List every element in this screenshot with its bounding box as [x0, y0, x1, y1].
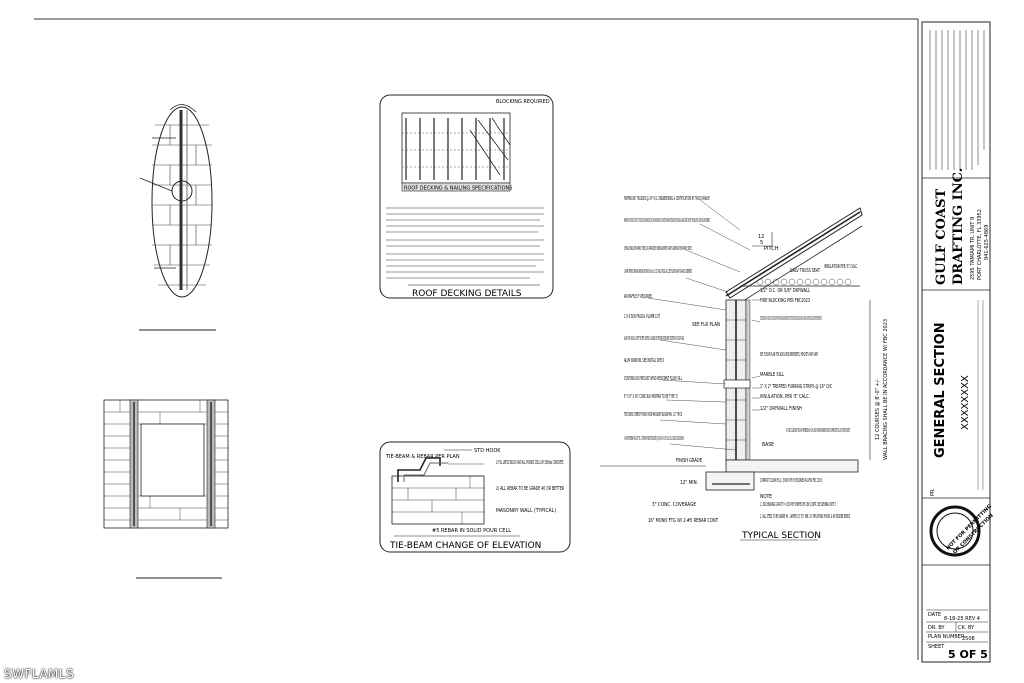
note-left: 8" X 8" X 16" CONC BLK MORTAR TO BE TYPE…	[624, 394, 678, 400]
note-left: CONTINUOUS PRECAST WIND RESISTANT FLUSH …	[624, 376, 682, 382]
sheet-number: 5 OF 5	[948, 648, 988, 661]
date-value: 8-18-25 REV 4	[944, 616, 980, 622]
plan-number-label: PLAN NUMBER	[928, 634, 965, 640]
note-left: AIR BAFFLE IF REQUIRED	[624, 294, 652, 300]
typical-section-detail: 12 5 PITCH 12 COURSES @ 8'-0" +/- WALL B…	[600, 199, 889, 541]
section-notes-right: 1/2" O.C. OR 5/8" DRYWALL GALV TRUSS SEA…	[760, 264, 858, 520]
checked-by-label: CK. BY	[958, 625, 975, 631]
note-left: 1-SIMP. META18 HURRICANE ANCHOR W/ 8-10d…	[624, 269, 692, 275]
company-phone: 941-625-4869	[984, 225, 990, 260]
company-name-line2: DRAFTING INC.	[951, 168, 966, 285]
title-block: GULF COAST DRAFTING INC. 2595 TAMIAMI TR…	[921, 21, 995, 663]
tie-beam-masonry-label: MASONRY WALL (TYPICAL)	[496, 508, 556, 514]
note-right: COMPACT CLEAN FILL ( 3000 PSF) FUSSIONED…	[760, 478, 822, 484]
note-right: SEE FLOOR PLAN FOR ADDL REQUIREMENTS, HE…	[760, 352, 818, 358]
pitch-label: PITCH	[764, 246, 779, 252]
note-left: ALUM DRIP, FASCIA & SOFFIT SYSTEM, VENTE…	[624, 336, 684, 342]
pitch-run: 5	[760, 240, 763, 246]
note-right: INSULATION, PER 'E' CALC.	[760, 394, 810, 400]
mls-watermark: SWFLAMLS	[4, 667, 75, 681]
note-right: LINTEL COURSE/TIE BEAM W/ 1-#5 PSI SOLID…	[760, 316, 822, 322]
roof-decking-title: ROOF DECKING DETAILS	[412, 289, 522, 299]
note-right: BASE	[762, 442, 774, 448]
pitch-rise: 12	[758, 234, 764, 240]
roof-decking-header: ROOF DECKING & NAILING SPECIFICATIONS	[404, 186, 512, 192]
wall-height-dim: 12 COURSES @ 8'-0" +/-	[875, 378, 881, 440]
note-right: 1/2" DRYWALL FINISH	[760, 406, 802, 412]
project-subtitle: XXXXXXXX	[960, 375, 971, 430]
tie-beam-std-hook: STD HOOK	[474, 448, 501, 454]
note-left: ALUM WINDOW, SEE INSTALL SPECS	[624, 358, 664, 364]
note-left: PREFAB WD TRUSSES @ 24" O/C, ENGINEERING…	[624, 196, 710, 202]
tie-beam-note-2: 2) ALL REBAR TO BE GRADE 40 OR BETTER	[496, 486, 564, 492]
note-right: INSULATION PER 'E' CALC.	[824, 264, 858, 270]
tie-beam-title: TIE-BEAM CHANGE OF ELEVATION	[389, 541, 541, 551]
typical-section-title: TYPICAL SECTION	[741, 531, 821, 541]
note-left: MINIMUM ROOF DECKING TO BE 15/32" STRUCT…	[624, 218, 710, 224]
company-name-line1: GULF COAST	[934, 189, 949, 285]
drawn-by-label: DR. BY	[928, 625, 945, 631]
note-right: GALV TRUSS SEAT	[790, 268, 821, 274]
roof-decking-detail: ROOF DECKING & NAILING SPECIFICATIONS BL…	[379, 94, 554, 299]
project-title: GENERAL SECTION	[933, 322, 948, 458]
note-left: 16" MONO FTG W/ 2-#5 REBAR CONT	[648, 518, 719, 524]
sheet-label: SHEET	[928, 644, 945, 650]
note-right: 1.) SOIL BEARING CAPACITY = 2000 PSF VER…	[760, 502, 836, 508]
note-right: 2.) ALL STEEL TO BE GRADE 40 . LAPPED 25…	[760, 514, 850, 520]
tie-beam-rebar-cell-label: #5 REBAR IN SOLID POUR CELL	[432, 528, 511, 534]
note-left: FINISH GRADE	[676, 458, 702, 464]
note-left: SEE FLR PLAN	[692, 322, 720, 328]
masonry-opening-detail	[103, 399, 229, 579]
company-city: PORT CHARLOTTE, FL 33952	[977, 209, 983, 280]
note-left: 1-#5 VERT REBAR HOOK AT FTG. & TIE BM W/…	[624, 436, 684, 442]
note-right: MARBLE SILL	[760, 372, 784, 378]
note-right: FIRE BLOCKING PER FBC2023	[760, 298, 810, 304]
wall-bracing-note: WALL BRACING SHALL BE IN ACCORDANCE W/ F…	[883, 319, 889, 460]
note-right: NOTE	[760, 494, 772, 500]
project-prefix: PR.	[930, 488, 936, 496]
note-left: 12" MIN.	[680, 480, 698, 486]
note-left: 2 X 6 SUB FASCIA, PLUMB CUT	[624, 314, 660, 320]
column-rebar-detail	[139, 104, 216, 331]
date-label: DATE	[928, 612, 941, 618]
tie-beam-rebar-label: TIE-BEAM & REBAR PER PLAN	[385, 454, 460, 460]
note-right: 4" CONC SLAB(3000 PSI) W/ FIBERMESH & 6 …	[786, 428, 850, 434]
note-left: 3" CONC. COVERAGE	[652, 502, 696, 508]
tie-beam-detail: STD HOOK TIE-BEAM & REBAR PER PLAN 1) FI…	[379, 441, 571, 553]
seal-stamp: NOT FOR PERMITTING OR CONSTRUCTION	[929, 504, 995, 557]
plan-number-value: 2508	[962, 636, 975, 642]
note-left: SHINGLE NAIL PER MANUF SPECS W/ APPROVED…	[624, 246, 692, 252]
tie-beam-note-1: 1) FILL LINTLE BLOCK AND ALL POURED CELL…	[496, 460, 564, 466]
note-left: TEXTURED CEMENT FINISH OVER MASONRY SEAL…	[624, 412, 683, 418]
company-address: 2595 TAMIAMI TR. UNIT 9	[970, 217, 976, 280]
section-notes-left: PREFAB WD TRUSSES @ 24" O/C, ENGINEERING…	[624, 196, 721, 524]
svg-text:BLOCKING REQUIRED: BLOCKING REQUIRED	[496, 99, 550, 105]
note-right: 1" X 2" TREATED FURRING STRIPS @ 16" O/C	[760, 384, 832, 390]
note-right: 1/2" O.C. OR 5/8" DRYWALL	[760, 288, 810, 294]
